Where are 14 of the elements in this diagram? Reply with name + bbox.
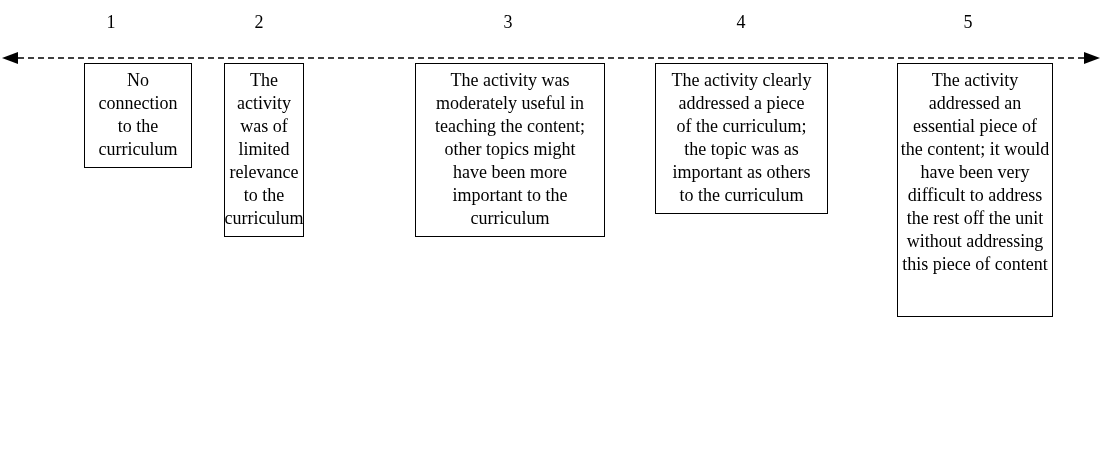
description-box xyxy=(897,63,1053,317)
description-text: The activity was of limited relevance to the curriculum xyxy=(224,69,304,230)
description-text: The activity addressed an essential piece of the content; it would have been very difficult to address the rest off the unit without addressing this piece of content xyxy=(900,69,1050,276)
description-box xyxy=(655,63,828,214)
scale-number: 3 xyxy=(503,11,513,33)
description-text: The activity was moderately useful in teaching the content; other topics might have been more important to the curriculum xyxy=(435,69,585,230)
description-text: The activity clearly addressed a piece of the curriculum; the topic was as important as others to the curriculum xyxy=(671,69,812,207)
scale-number: 2 xyxy=(254,11,264,33)
description-box xyxy=(415,63,605,237)
scale-number: 4 xyxy=(736,11,746,33)
description-text: No connection to the curriculum xyxy=(97,69,179,161)
scale-number: 1 xyxy=(106,11,116,33)
scale-number: 5 xyxy=(963,11,973,33)
description-box xyxy=(84,63,192,168)
